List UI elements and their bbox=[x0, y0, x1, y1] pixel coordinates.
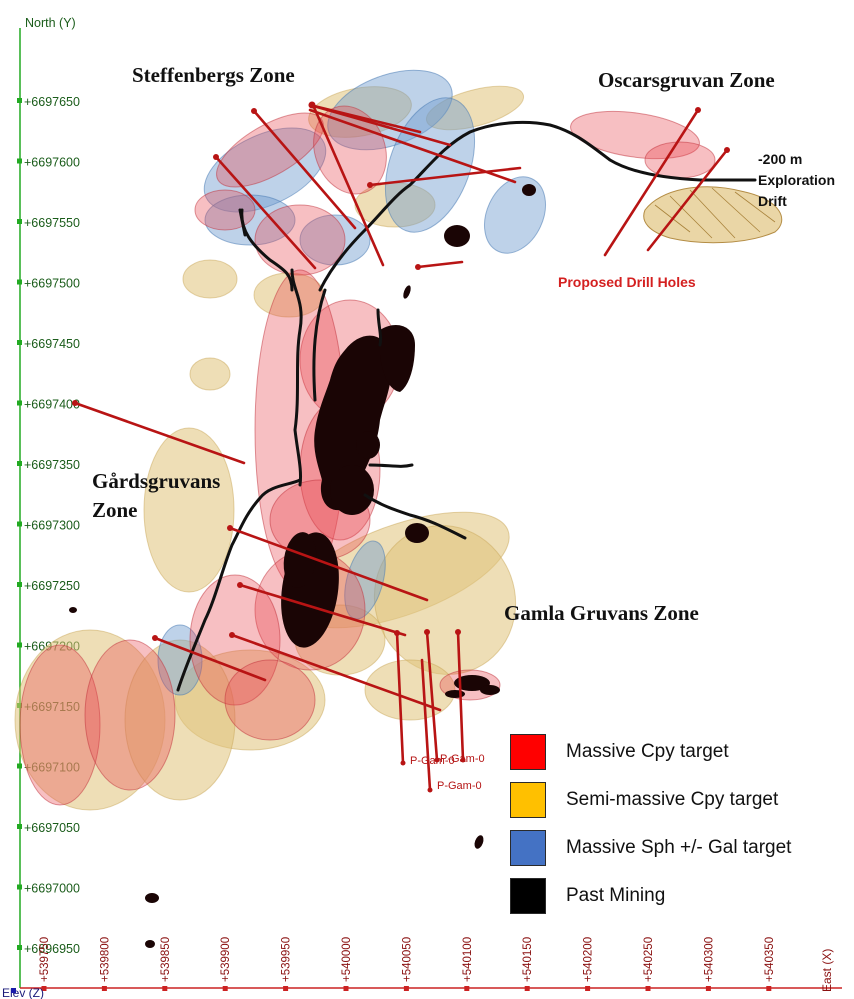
hole-label: P-Gam-0 bbox=[440, 753, 485, 765]
y-tick-mark bbox=[17, 461, 22, 466]
y-tick-mark bbox=[17, 945, 22, 950]
gardsgruvans-line1: Gårdsgruvans bbox=[92, 469, 220, 493]
gardsgruvans-zone-label: Gårdsgruvans Zone bbox=[92, 469, 226, 522]
x-tick-mark bbox=[101, 986, 107, 991]
x-tick-mark bbox=[705, 986, 711, 991]
y-tick-label: +6697650 bbox=[24, 95, 80, 109]
legend-swatch bbox=[510, 734, 546, 770]
y-tick-mark bbox=[17, 279, 22, 285]
x-tick-label: +539950 bbox=[281, 937, 293, 982]
oscarsgruvan-zone-label: Oscarsgruvan Zone bbox=[598, 68, 775, 92]
y-tick-mark bbox=[17, 521, 22, 527]
legend-label: Semi-massive Cpy target bbox=[566, 789, 779, 810]
x-tick-label: +539800 bbox=[99, 937, 111, 982]
proposed-drill-holes-label: Proposed Drill Holes bbox=[558, 274, 696, 290]
y-tick-label: +6697600 bbox=[24, 156, 80, 170]
x-tick-mark bbox=[585, 986, 591, 991]
x-tick-mark bbox=[162, 986, 168, 991]
x-tick-label: +539850 bbox=[160, 937, 172, 982]
semi-massive-cpy-targets bbox=[14, 85, 525, 811]
x-tick-label: +539900 bbox=[220, 937, 232, 982]
y-tick-label: +6697250 bbox=[24, 579, 80, 593]
x-tick-label: +540350 bbox=[764, 937, 776, 982]
drill-holes bbox=[73, 103, 729, 792]
gamla-gruvans-zone-label: Gamla Gruvans Zone bbox=[504, 601, 699, 625]
y-ticks: +6697650 +6697600 +6697550 +6697500 +6697450… bbox=[17, 95, 80, 956]
past-mining bbox=[69, 184, 536, 948]
x-tick-mark bbox=[41, 986, 47, 991]
drift-line-2: Exploration bbox=[758, 172, 835, 188]
steffenbergs-zone-label: Steffenbergs Zone bbox=[132, 63, 295, 87]
x-tick-mark bbox=[524, 986, 530, 991]
legend-swatch bbox=[510, 782, 546, 818]
massive-cpy-targets bbox=[19, 105, 716, 806]
legend-label: Past Mining bbox=[566, 885, 666, 906]
y-tick-mark bbox=[17, 400, 22, 406]
x-tick-label: +540050 bbox=[401, 937, 413, 982]
y-tick-label: +6697400 bbox=[24, 398, 80, 412]
drift-line-1: -200 m bbox=[758, 151, 802, 167]
y-tick-mark bbox=[17, 642, 22, 648]
x-tick-label: +540300 bbox=[703, 937, 715, 982]
drift-line-3: Drift bbox=[758, 193, 787, 209]
gardsgruvans-line2: Zone bbox=[92, 498, 138, 522]
x-tick-mark bbox=[222, 986, 228, 991]
hole-label: P-Gam-0 bbox=[437, 780, 482, 792]
y-tick-mark bbox=[17, 884, 22, 890]
x-tick-label: +540000 bbox=[341, 937, 353, 982]
x-tick-label: +540100 bbox=[462, 937, 474, 982]
y-tick-label: +6697350 bbox=[24, 458, 80, 472]
y-tick-mark bbox=[17, 98, 22, 103]
exploration-drift-label: -200 m Exploration Drift bbox=[758, 151, 839, 209]
legend-swatch bbox=[510, 830, 546, 866]
legend-label: Massive Sph +/- Gal target bbox=[566, 837, 792, 858]
legend-swatch bbox=[510, 878, 546, 914]
legend-label: Massive Cpy target bbox=[566, 741, 729, 762]
x-ticks: +539750 +539800 +539850 +539900 +539950 +5400… bbox=[39, 937, 776, 991]
x-tick-mark bbox=[343, 986, 349, 991]
legend-item: Massive Sph +/- Gal target bbox=[510, 824, 850, 872]
legend-item: Massive Cpy target bbox=[510, 728, 850, 776]
y-tick-label: +6697450 bbox=[24, 337, 80, 351]
x-axis-title: East (X) bbox=[820, 949, 834, 992]
y-tick-label: +6697300 bbox=[24, 519, 80, 533]
y-tick-label: +6697000 bbox=[24, 882, 80, 896]
x-tick-mark bbox=[403, 986, 409, 991]
x-tick-label: +540250 bbox=[643, 937, 655, 982]
y-tick-mark bbox=[17, 582, 22, 587]
y-axis-title: North (Y) bbox=[25, 16, 76, 30]
legend-item: Past Mining bbox=[510, 872, 850, 920]
legend-item: Semi-massive Cpy target bbox=[510, 776, 850, 824]
y-tick-label: +6697500 bbox=[24, 277, 80, 291]
y-tick-mark bbox=[17, 824, 22, 829]
y-tick-mark bbox=[17, 158, 22, 164]
x-tick-mark bbox=[766, 986, 772, 991]
x-tick-mark bbox=[464, 986, 470, 991]
underground-drifts bbox=[176, 120, 757, 692]
x-tick-label: +540200 bbox=[583, 937, 595, 982]
x-tick-label: +540150 bbox=[522, 937, 534, 982]
y-tick-label: +6697050 bbox=[24, 821, 80, 835]
hole-label: P-Gam-0 bbox=[410, 755, 455, 767]
y-tick-label: +6697550 bbox=[24, 216, 80, 230]
x-tick-mark bbox=[283, 986, 289, 991]
x-tick-label: +539750 bbox=[39, 937, 51, 982]
y-tick-label: +6696950 bbox=[24, 942, 80, 956]
y-tick-mark bbox=[17, 340, 22, 345]
drill-hole-collars bbox=[72, 101, 730, 793]
y-tick-mark bbox=[17, 219, 22, 224]
x-tick-mark bbox=[645, 986, 651, 991]
y-tick-mark bbox=[17, 763, 22, 769]
z-axis-title: Elev (Z) bbox=[2, 986, 44, 999]
